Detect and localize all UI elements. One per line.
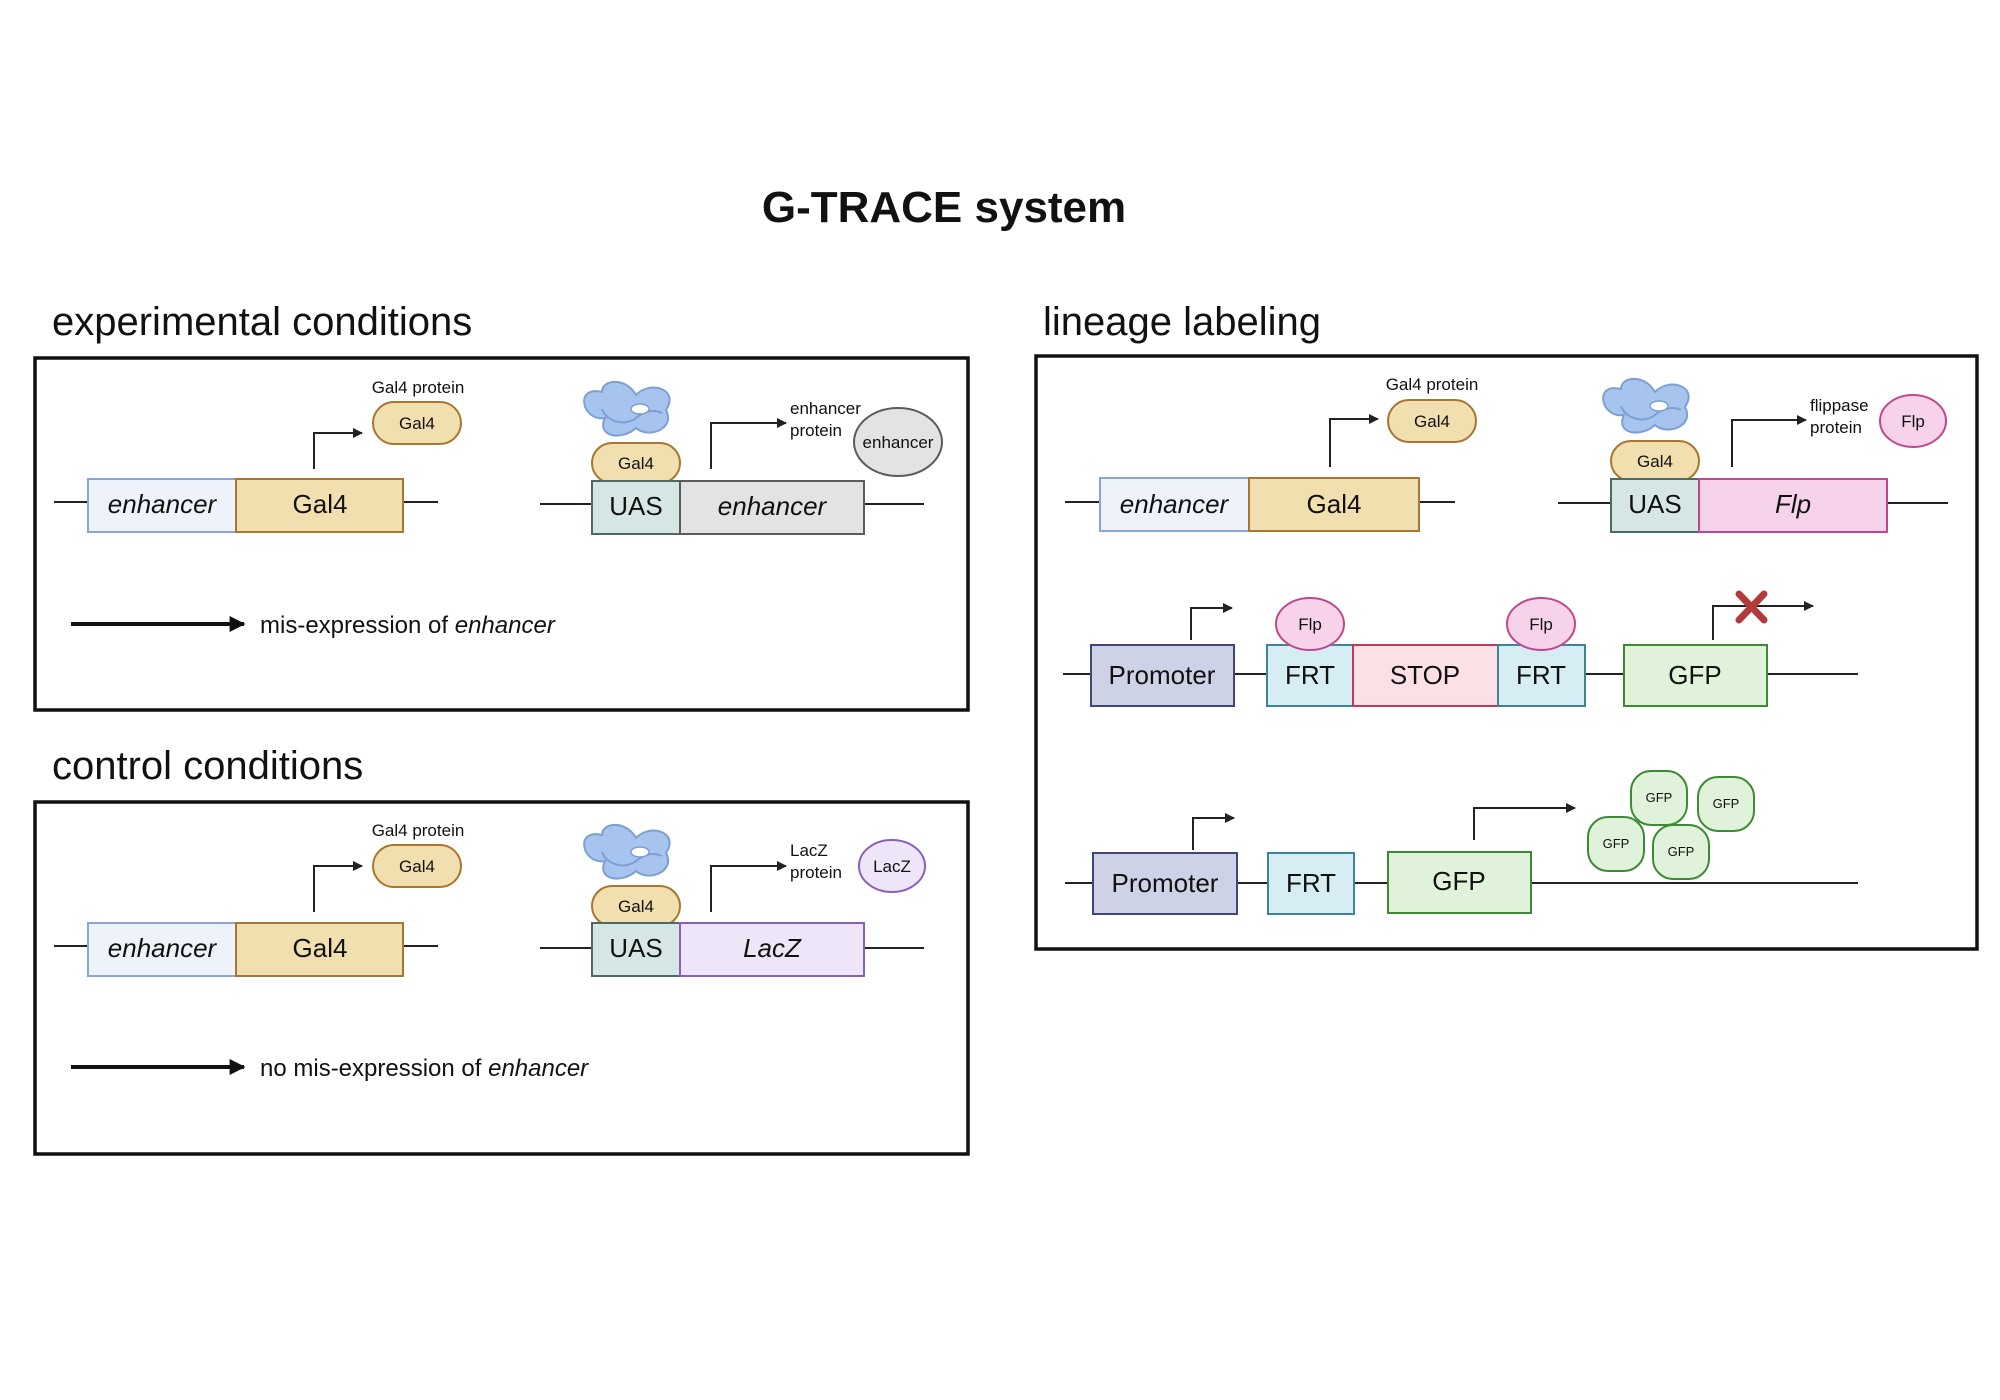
gfp-protein-label: GFP xyxy=(1646,790,1673,805)
enhancer-box-label: enhancer xyxy=(108,489,218,519)
gal4-protein xyxy=(372,844,462,888)
blocked-expression-x-icon xyxy=(1735,590,1768,624)
gal4-protein-caption: Gal4 protein xyxy=(372,378,465,397)
flippase-protein xyxy=(1879,394,1947,448)
gfp-box xyxy=(1623,644,1768,707)
gal4-protein-label: Gal4 xyxy=(1414,412,1450,431)
enhancer-box-label: enhancer xyxy=(1120,489,1230,519)
gal4-box-label: Gal4 xyxy=(1307,489,1362,519)
gfp-protein xyxy=(1697,776,1755,832)
gfp-protein-label: GFP xyxy=(1668,844,1695,859)
gal4-bound-complex-icon xyxy=(583,823,671,880)
lacz-protein xyxy=(858,839,926,893)
frt-box-label: FRT xyxy=(1285,660,1335,690)
gal4-box xyxy=(235,922,404,977)
control-panel xyxy=(33,800,970,1156)
frt-box xyxy=(1497,644,1586,707)
uas-box-label: UAS xyxy=(1628,489,1681,519)
experimental-result: mis-expression of enhancer xyxy=(260,612,556,639)
promoter-box-label: Promoter xyxy=(1109,660,1216,690)
flp-protein xyxy=(1275,597,1345,651)
stop-box-label: STOP xyxy=(1390,660,1460,690)
experimental-heading: experimental conditions xyxy=(52,300,472,344)
gal4-protein xyxy=(1387,399,1477,443)
enhancer-protein-caption-2: protein xyxy=(790,421,842,440)
gal4-protein-label: Gal4 xyxy=(399,414,435,433)
gal4-protein-label: Gal4 xyxy=(399,857,435,876)
enhancer-box xyxy=(87,922,237,977)
gal4-bound-label: Gal4 xyxy=(1637,452,1673,471)
gfp-box-label: GFP xyxy=(1668,660,1721,690)
gal4-bound-complex-icon xyxy=(583,380,671,437)
flp-protein xyxy=(1506,597,1576,651)
lacz-protein-caption-1: LacZ xyxy=(790,841,828,860)
lineage-panel xyxy=(1034,354,1979,951)
gal4-box-label: Gal4 xyxy=(293,933,348,963)
uas-box-label: UAS xyxy=(609,491,662,521)
gfp-protein xyxy=(1652,824,1710,880)
gal4-protein xyxy=(372,401,462,445)
lacz-box xyxy=(679,922,865,977)
gfp-protein-label: GFP xyxy=(1603,836,1630,851)
experimental-panel xyxy=(33,356,970,712)
gfp-protein xyxy=(1587,816,1645,872)
uas-box xyxy=(591,922,681,977)
frt-box xyxy=(1266,644,1354,707)
lacz-protein-caption-2: protein xyxy=(790,863,842,882)
gfp-box-label: GFP xyxy=(1432,866,1485,896)
gal4-protein-caption: Gal4 protein xyxy=(1386,375,1479,394)
flp-box xyxy=(1698,478,1888,533)
promoter-box xyxy=(1092,852,1238,915)
lineage-heading: lineage labeling xyxy=(1043,300,1321,344)
gal4-bound-label: Gal4 xyxy=(618,897,654,916)
promoter-box-label: Promoter xyxy=(1112,868,1219,898)
enhancer-box-label: enhancer xyxy=(108,933,218,963)
flippase-protein-label: Flp xyxy=(1901,412,1925,431)
enhancer-target-box xyxy=(679,480,865,535)
uas-box xyxy=(591,480,681,535)
frt-box xyxy=(1267,852,1355,915)
flp-box-label: Flp xyxy=(1775,489,1811,519)
lacz-protein-label: LacZ xyxy=(873,857,911,876)
gfp-protein-label: GFP xyxy=(1713,796,1740,811)
gfp-box xyxy=(1387,851,1532,914)
enhancer-protein-label: enhancer xyxy=(863,433,934,452)
enhancer-target-label: enhancer xyxy=(718,491,828,521)
enhancer-protein xyxy=(853,407,943,477)
flippase-caption-2: protein xyxy=(1810,418,1862,437)
gal4-protein-caption: Gal4 protein xyxy=(372,821,465,840)
gal4-box xyxy=(235,478,404,533)
control-heading: control conditions xyxy=(52,744,363,788)
frt-box-label: FRT xyxy=(1286,868,1336,898)
frt-box-label: FRT xyxy=(1516,660,1566,690)
gal4-bound-complex-icon xyxy=(1602,377,1690,434)
flp-protein-label: Flp xyxy=(1298,615,1322,634)
control-result: no mis-expression of enhancer xyxy=(260,1055,589,1082)
lacz-box-label: LacZ xyxy=(743,933,802,963)
enhancer-protein-caption-1: enhancer xyxy=(790,399,861,418)
gfp-protein xyxy=(1630,770,1688,826)
flippase-caption-1: flippase xyxy=(1810,396,1869,415)
enhancer-box xyxy=(87,478,237,533)
gal4-bound-label: Gal4 xyxy=(618,454,654,473)
gal4-box xyxy=(1248,477,1420,532)
promoter-box xyxy=(1090,644,1235,707)
flp-protein-label: Flp xyxy=(1529,615,1553,634)
gal4-box-label: Gal4 xyxy=(293,489,348,519)
page-title: G-TRACE system xyxy=(762,183,1126,232)
enhancer-box xyxy=(1099,477,1250,532)
uas-box-label: UAS xyxy=(609,933,662,963)
